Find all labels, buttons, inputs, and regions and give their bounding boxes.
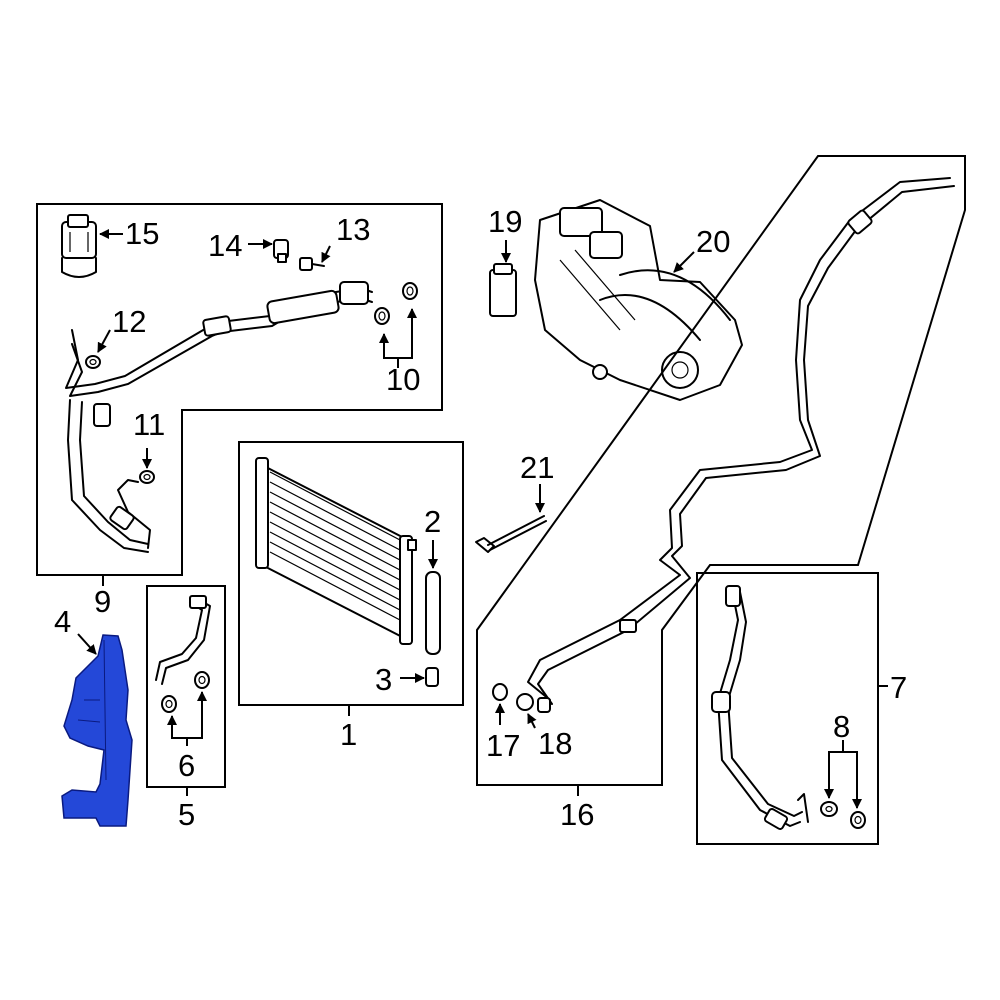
suction-hose-part[interactable] bbox=[65, 281, 373, 397]
callout-4: 4 bbox=[54, 604, 71, 639]
oil-bottle-part[interactable] bbox=[489, 263, 517, 317]
callout-19: 19 bbox=[488, 204, 522, 239]
o-ring-part-10b[interactable] bbox=[402, 282, 418, 300]
group-box-1 bbox=[238, 441, 464, 706]
group-box-9 bbox=[36, 203, 443, 576]
hose-assembly-part-7[interactable] bbox=[711, 585, 809, 830]
o-ring-part-10a[interactable] bbox=[374, 307, 390, 325]
o-ring-part-8a[interactable] bbox=[820, 801, 838, 817]
discharge-line-part[interactable] bbox=[527, 177, 955, 713]
compressor-part[interactable] bbox=[534, 199, 743, 401]
liquid-hose-part[interactable] bbox=[67, 399, 151, 553]
liquid-line-part-5[interactable] bbox=[155, 595, 211, 685]
bolt-part-13[interactable] bbox=[299, 257, 325, 271]
callout-17: 17 bbox=[486, 728, 520, 763]
receiver-drier-part[interactable] bbox=[425, 571, 441, 655]
o-ring-part-6b[interactable] bbox=[194, 671, 210, 689]
callout-18: 18 bbox=[538, 726, 572, 761]
o-ring-part-11[interactable] bbox=[139, 470, 155, 484]
callout-3: 3 bbox=[375, 662, 392, 697]
o-ring-part-18[interactable] bbox=[516, 693, 534, 711]
callout-15: 15 bbox=[125, 216, 159, 251]
o-ring-part-17[interactable] bbox=[492, 683, 508, 701]
group-box-16 bbox=[476, 155, 966, 786]
callout-8: 8 bbox=[833, 709, 850, 744]
callout-1: 1 bbox=[340, 717, 357, 752]
callout-10: 10 bbox=[386, 362, 420, 397]
valve-core-part[interactable] bbox=[273, 239, 289, 263]
o-ring-part-8b[interactable] bbox=[850, 811, 866, 829]
group-box-7 bbox=[696, 572, 879, 845]
callout-13: 13 bbox=[336, 212, 370, 247]
callout-6: 6 bbox=[178, 748, 195, 783]
callout-12: 12 bbox=[112, 304, 146, 339]
callout-21: 21 bbox=[520, 450, 554, 485]
callout-2: 2 bbox=[424, 504, 441, 539]
callout-5: 5 bbox=[178, 797, 195, 832]
condenser-part[interactable] bbox=[255, 457, 417, 645]
callout-16: 16 bbox=[560, 797, 594, 832]
pressure-switch-part[interactable] bbox=[61, 214, 97, 278]
callout-14: 14 bbox=[208, 228, 242, 263]
o-ring-part-6a[interactable] bbox=[161, 695, 177, 713]
bolt-part-21[interactable] bbox=[475, 515, 547, 553]
callout-7: 7 bbox=[890, 670, 907, 705]
drier-plug-part[interactable] bbox=[425, 667, 439, 687]
callout-11: 11 bbox=[133, 407, 165, 442]
air-deflector-part[interactable] bbox=[61, 634, 133, 827]
callout-20: 20 bbox=[696, 224, 730, 259]
callout-9: 9 bbox=[94, 584, 111, 619]
o-ring-part-12[interactable] bbox=[85, 355, 101, 369]
